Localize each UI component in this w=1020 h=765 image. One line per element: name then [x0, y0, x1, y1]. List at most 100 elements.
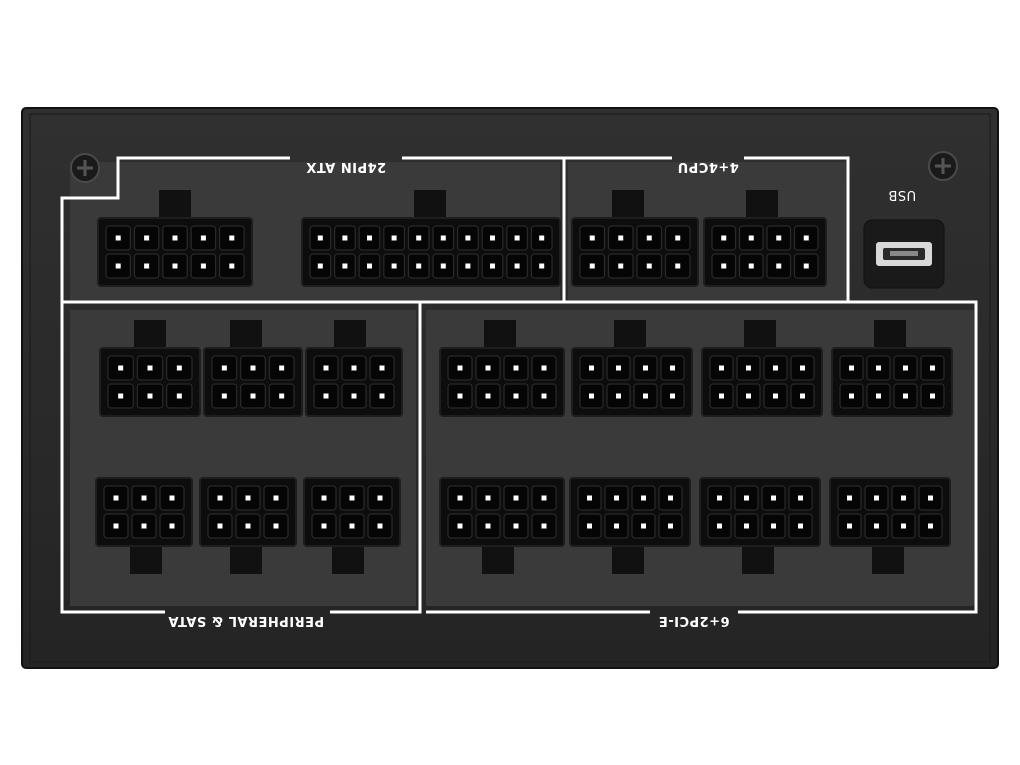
latch-tab: [130, 544, 162, 574]
pin-contact: [773, 393, 778, 399]
pin-contact: [221, 393, 227, 399]
socket-peripheral-1[interactable]: [99, 320, 201, 417]
pin-contact: [377, 495, 383, 501]
latch-tab: [414, 190, 446, 220]
pin-contact: [172, 235, 178, 241]
socket-peripheral-3[interactable]: [305, 320, 403, 417]
socket-sata-2[interactable]: [199, 477, 297, 574]
screw-icon: [928, 151, 958, 181]
pin-contact: [440, 263, 446, 269]
socket-pcie-1[interactable]: [439, 320, 565, 417]
label-6-2-pcie: 6+2PCI-E: [658, 613, 729, 628]
pin-contact: [514, 235, 520, 241]
pin-contact: [317, 263, 323, 269]
pin-contact: [113, 495, 119, 501]
pin-contact: [342, 263, 348, 269]
pin-contact: [748, 263, 754, 269]
pin-contact: [221, 365, 227, 371]
pin-contact: [901, 523, 906, 529]
pin-contact: [273, 523, 279, 529]
pin-contact: [800, 393, 805, 399]
pin-contact: [113, 523, 119, 529]
pin-contact: [930, 393, 935, 399]
pin-contact: [771, 495, 776, 501]
pin-contact: [803, 235, 809, 241]
pin-contact: [485, 523, 491, 529]
pin-contact: [115, 263, 121, 269]
socket-peripheral-2[interactable]: [203, 320, 303, 417]
pin-contact: [351, 365, 357, 371]
pin-contact: [245, 523, 251, 529]
pin-contact: [169, 523, 175, 529]
pin-contact: [589, 365, 594, 371]
pin-contact: [776, 235, 782, 241]
label-peripheral-sata: PERIPHERAL & SATA: [168, 613, 324, 628]
latch-tab: [334, 320, 366, 350]
pin-contact: [618, 235, 624, 241]
usb-port-icon[interactable]: [863, 219, 945, 289]
socket-sata-3[interactable]: [303, 477, 401, 574]
pin-contact: [279, 393, 285, 399]
pin-contact: [717, 523, 722, 529]
pin-contact: [744, 495, 749, 501]
pin-contact: [440, 235, 446, 241]
pin-contact: [773, 365, 778, 371]
pin-contact: [144, 235, 150, 241]
pin-contact: [485, 495, 491, 501]
plate-inner-edge: [29, 113, 991, 663]
pin-contact: [670, 393, 675, 399]
socket-10pin[interactable]: [97, 190, 253, 287]
pin-contact: [321, 523, 327, 529]
socket-sata-1[interactable]: [95, 477, 193, 574]
socket-cpu-2[interactable]: [703, 190, 827, 287]
pin-contact: [379, 393, 385, 399]
pin-contact: [513, 365, 519, 371]
pin-contact: [803, 263, 809, 269]
pin-contact: [618, 263, 624, 269]
pin-contact: [250, 365, 256, 371]
pin-contact: [675, 263, 681, 269]
socket-pcie-4[interactable]: [831, 320, 953, 417]
pin-contact: [589, 393, 594, 399]
latch-tab: [742, 544, 774, 574]
pin-contact: [876, 393, 881, 399]
pin-contact: [229, 235, 235, 241]
pin-contact: [901, 495, 906, 501]
socket-cpu-1[interactable]: [571, 190, 699, 287]
pin-contact: [141, 523, 147, 529]
pin-contact: [490, 235, 495, 241]
pin-contact: [514, 263, 520, 269]
pin-contact: [771, 523, 776, 529]
socket-pcie-3[interactable]: [701, 320, 823, 417]
latch-tab: [746, 190, 778, 220]
pin-contact: [349, 495, 355, 501]
socket-24pin-atx[interactable]: [301, 190, 561, 287]
pin-contact: [539, 263, 545, 269]
label-4-4-cpu: 4+4CPU: [677, 159, 739, 174]
pin-contact: [719, 365, 724, 371]
pin-contact: [614, 523, 619, 529]
pin-contact: [541, 393, 547, 399]
pin-contact: [457, 393, 463, 399]
pin-contact: [457, 523, 463, 529]
pin-contact: [147, 393, 153, 399]
connector-group: [95, 190, 953, 574]
pin-contact: [719, 393, 724, 399]
silkscreen-border: [60, 156, 978, 614]
socket-pcie-8[interactable]: [829, 477, 951, 574]
pin-contact: [847, 495, 852, 501]
socket-pcie-7[interactable]: [699, 477, 821, 574]
pin-contact: [847, 523, 852, 529]
latch-tab: [230, 544, 262, 574]
pin-contact: [118, 365, 124, 371]
socket-pcie-5[interactable]: [439, 477, 565, 574]
pin-contact: [323, 393, 329, 399]
pin-contact: [541, 495, 547, 501]
pin-contact: [748, 235, 754, 241]
socket-pcie-2[interactable]: [571, 320, 693, 417]
socket-pcie-6[interactable]: [569, 477, 691, 574]
pin-contact: [513, 495, 519, 501]
pin-contact: [643, 393, 648, 399]
pin-contact: [416, 263, 422, 269]
